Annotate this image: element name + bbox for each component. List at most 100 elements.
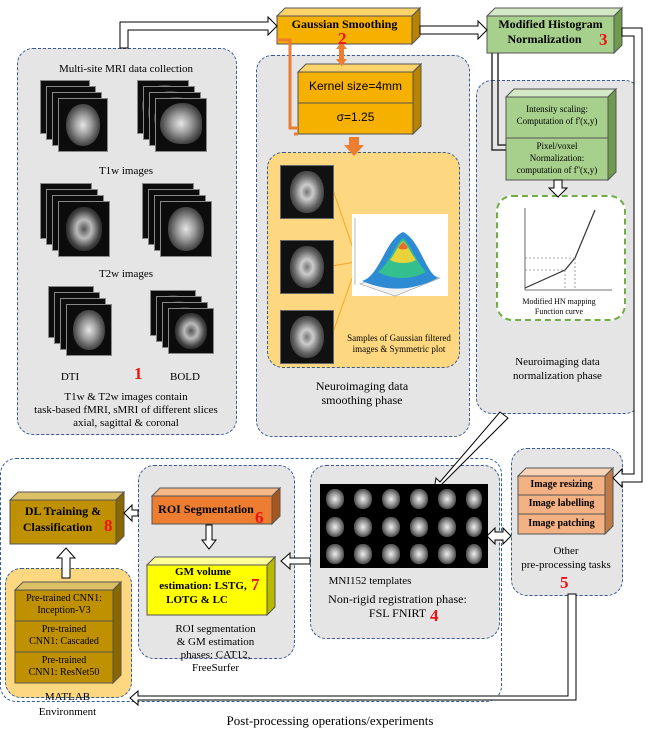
histogram-title-line2: Normalization: [507, 32, 582, 46]
gaussian-title: Gaussian Smoothing: [291, 17, 398, 31]
bold-label: BOLD: [170, 371, 200, 383]
collection-desc-line3: axial, sagittal & coronal: [73, 417, 179, 429]
gm-line1: GM volume: [175, 566, 231, 578]
pixel-normalization-line3: computation of f''(x,y): [516, 165, 598, 175]
other-item-labelling: Image labelling: [528, 498, 595, 509]
kernel-box: [296, 62, 423, 136]
other-step-number: 5: [560, 573, 569, 592]
bold-stack: [150, 290, 220, 356]
arrow-registration-other: [486, 526, 512, 546]
arrow-cnn-to-dl: [55, 547, 77, 579]
gm-step-number: 7: [251, 575, 260, 594]
cnn3-line2: CNN1: ResNet50: [28, 667, 100, 678]
collection-step-number: 1: [134, 364, 143, 383]
t1w-sagittal-stack: [137, 80, 217, 160]
gaussian-plot: [352, 214, 448, 297]
registration-phase-line2: FSL FNIRT: [368, 606, 427, 620]
arrow-intensity-to-mapping: [547, 179, 569, 198]
matlab-env-line1: MATLAB: [44, 691, 91, 703]
dl-title-line1: DL Training &: [24, 504, 102, 518]
kernel-to-samples-arrow: [344, 137, 364, 156]
roi-phase-line4: FreeSurfer: [191, 662, 240, 674]
cnn2-line2: CNN1: Cascaded: [29, 636, 99, 647]
normalization-phase-line1: Neuroimaging data: [515, 356, 600, 368]
roi-step-number: 6: [255, 508, 264, 527]
gaussian-kernel-link: [336, 42, 347, 66]
mni152-label: MNI152 templates: [328, 575, 412, 587]
pixel-normalization-line2: Normalization:: [529, 153, 585, 163]
intensity-box: [504, 87, 618, 182]
intensity-scaling-line1: Intensity scaling:: [526, 104, 588, 114]
samples-caption-line1: Samples of Gaussian filtered: [347, 333, 451, 343]
hn-mapping-curve: [524, 208, 612, 291]
collection-title: Multi-site MRI data collection: [58, 63, 194, 75]
collection-desc-line1: T1w & T2w images contain: [64, 391, 188, 403]
gm-line3: LOTG & LC: [166, 594, 228, 606]
sample-thumb-1: [280, 165, 334, 219]
other-item-resizing: Image resizing: [530, 479, 593, 490]
other-item-patching: Image patching: [528, 518, 595, 529]
gm-line2: estimation: LSTG,: [159, 580, 247, 592]
histogram-title-line1: Modified Histogram: [498, 17, 603, 31]
collection-desc-line2: task-based fMRI, sMRI of different slice…: [34, 404, 218, 416]
t2w-axial-stack: [40, 183, 120, 265]
t1w-label: T1w images: [98, 165, 154, 177]
arrow-collection-to-gaussian: [119, 15, 278, 49]
histogram-step-number: 3: [599, 30, 608, 49]
samples-links: [331, 186, 356, 336]
cnn-box: [13, 580, 123, 685]
sigma-label: σ=1.25: [336, 110, 375, 124]
intensity-scaling-line2: Computation of f'(x,y): [516, 116, 598, 126]
roi-phase-line1: ROI segmentation: [175, 623, 256, 635]
dl-box: [8, 490, 126, 546]
gaussian-smoothing-box: [275, 6, 422, 46]
roi-phase-line3: phases: CAT12,: [180, 649, 251, 661]
t2w-label: T2w images: [98, 268, 154, 280]
registration-step-number: 4: [430, 606, 439, 625]
arrow-norm-to-registration: [433, 411, 509, 491]
sample-thumb-3: [280, 310, 334, 364]
cnn1-line1: Pre-trained CNN1:: [26, 593, 102, 604]
mapping-caption-line2: Function curve: [534, 307, 584, 316]
matlab-env-line2: Environment: [38, 706, 97, 718]
registration-phase-line1: Non-rigid registration phase:: [328, 592, 467, 606]
smoothing-phase-line1: Neuroimaging data: [315, 379, 409, 393]
arrow-other-to-dl: [129, 593, 577, 707]
histogram-intensity-link: [491, 53, 506, 151]
dl-step-number: 8: [104, 516, 113, 535]
post-processing-label: Post-processing operations/experiments: [226, 713, 434, 728]
pixel-normalization-line1: Pixel/voxel: [536, 141, 578, 151]
gm-box: [145, 555, 277, 617]
connector-arrows: [55, 15, 643, 707]
dl-title-line2: Classification: [22, 520, 93, 534]
dti-stack: [48, 286, 118, 358]
cnn2-line1: Pre-trained: [41, 624, 87, 635]
arrow-roi-to-gm: [200, 524, 218, 550]
cnn1-line2: Inception-V3: [37, 605, 91, 616]
kernel-size-label: Kernel size=4mm: [308, 79, 403, 93]
t2w-coronal-stack: [142, 183, 222, 265]
roi-title: ROI Segmentation: [158, 502, 254, 516]
histogram-box: [485, 6, 624, 55]
dti-label: DTI: [60, 371, 80, 383]
arrow-registration-to-roi: [280, 551, 311, 571]
arrow-roi-to-dl: [123, 503, 139, 523]
other-tasks-box: [516, 466, 615, 536]
other-label-line1: Other: [553, 545, 579, 557]
roi-phase-line2: & GM estimation: [176, 636, 255, 648]
sample-thumb-2: [280, 240, 334, 294]
roi-box: [150, 486, 282, 526]
cnn3-line1: Pre-trained: [41, 655, 87, 666]
other-label-line2: pre-processing tasks: [521, 559, 611, 571]
samples-caption-line2: images & Symmetric plot: [352, 344, 446, 354]
t1w-axial-stack: [40, 80, 120, 160]
kernel-loop-line: [277, 38, 298, 130]
gaussian-step-number: 2: [338, 29, 347, 48]
arrow-gaussian-to-histogram: [419, 19, 488, 41]
arrow-histogram-to-other: [612, 27, 643, 489]
smoothing-phase-line2: smoothing phase: [321, 393, 403, 407]
normalization-phase-line2: normalization phase: [513, 370, 602, 382]
mapping-caption-line1: Modified HN mapping: [522, 297, 596, 306]
